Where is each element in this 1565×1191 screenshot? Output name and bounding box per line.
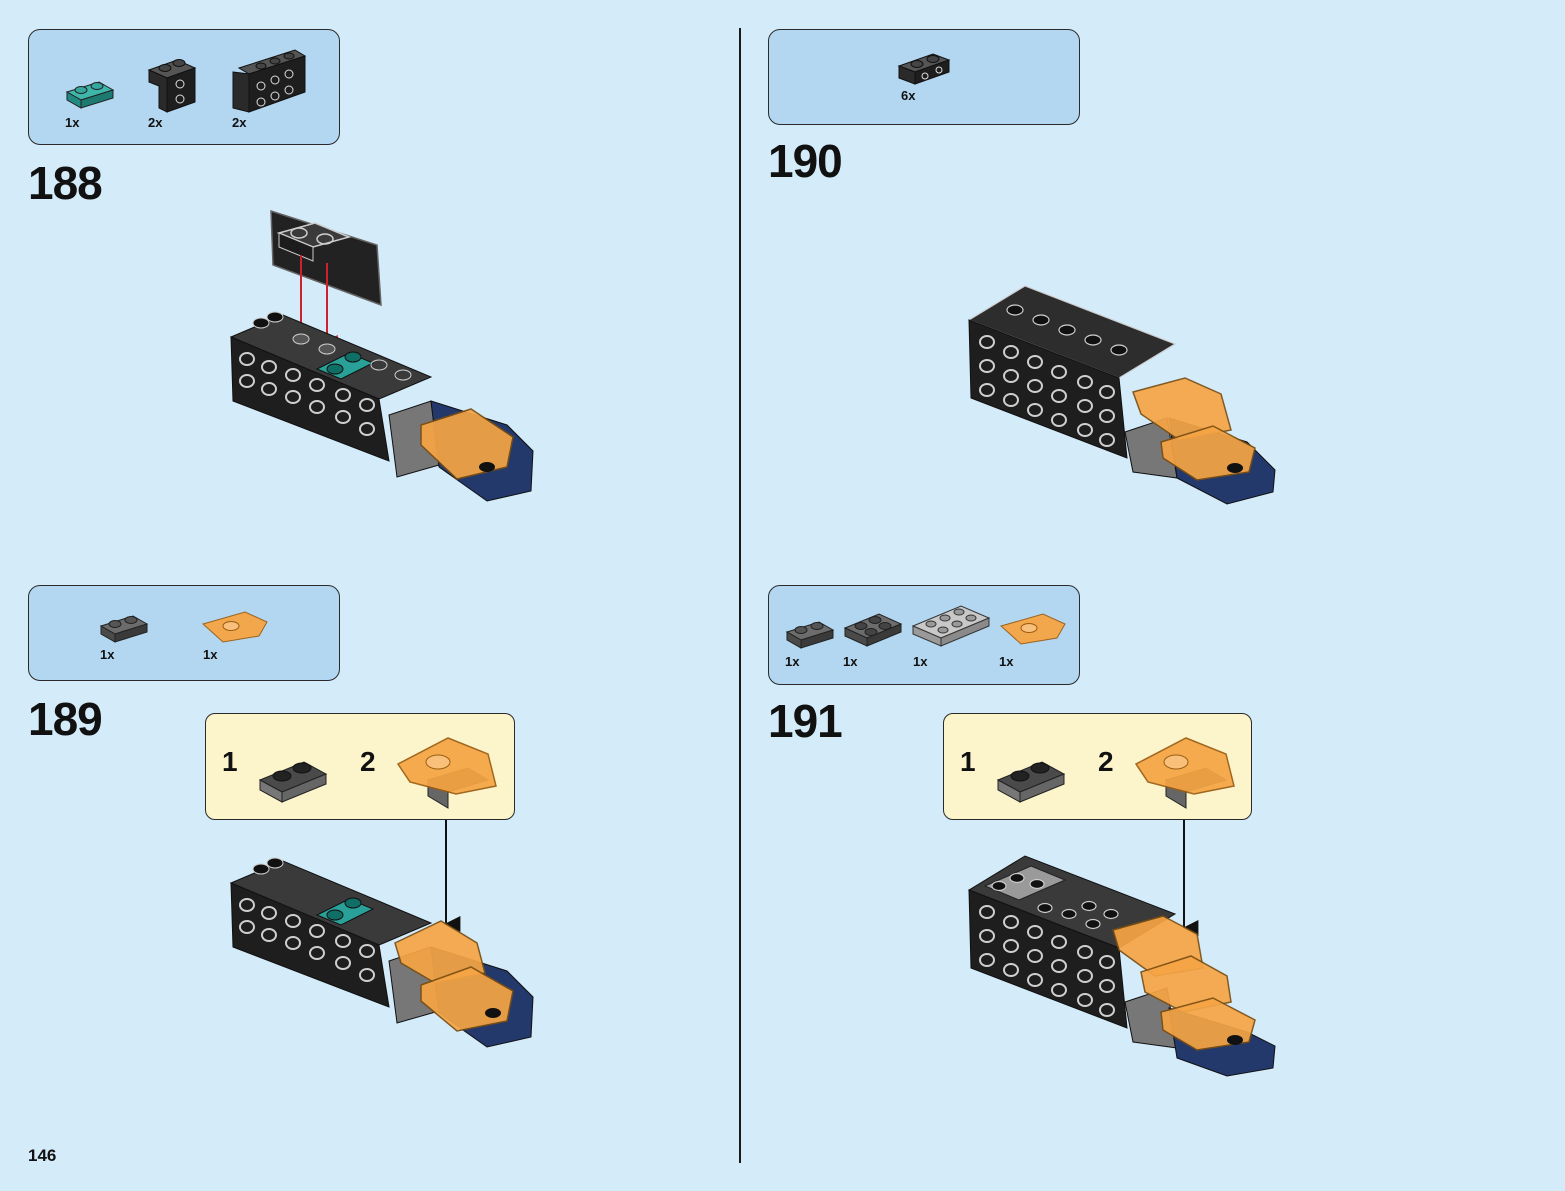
step-number: 191	[768, 694, 842, 748]
part-qty: 1x	[785, 654, 799, 669]
parts-list-189: 1x 1x	[28, 585, 340, 681]
parts-list-190: 6x	[768, 29, 1080, 125]
part-qty: 1x	[203, 647, 217, 662]
parts-list-191: 1x 1x 1x 1x	[768, 585, 1080, 685]
substep-callout-191: 1 2	[943, 713, 1252, 820]
step-188-assembly-illustration	[225, 205, 545, 505]
substep-number: 1	[960, 746, 976, 778]
trans-orange-wedge-icon	[201, 608, 271, 644]
substep-number: 2	[1098, 746, 1114, 778]
part-qty: 1x	[913, 654, 927, 669]
part-qty: 1x	[843, 654, 857, 669]
grey-plate-1x2-icon	[99, 612, 151, 644]
teal-plate-1x2-icon	[65, 78, 115, 112]
black-bracket-icon	[147, 54, 199, 114]
trans-orange-wedge-icon	[1134, 728, 1238, 806]
trans-orange-wedge-icon	[999, 610, 1069, 646]
step-number: 190	[768, 134, 842, 188]
page-divider	[739, 28, 741, 1163]
grey-plate-1x2-icon	[785, 618, 835, 650]
part-qty: 2x	[232, 115, 246, 130]
part-qty: 1x	[100, 647, 114, 662]
grey-plate-1x2-icon	[996, 756, 1068, 806]
black-bracket-2x4-icon	[231, 46, 307, 114]
substep-number: 2	[360, 746, 376, 778]
parts-list-188: 1x 2x 2x	[28, 29, 340, 145]
part-qty: 6x	[901, 88, 915, 103]
grey-plate-1x2-icon	[258, 756, 330, 806]
grey-plate-2x2-icon	[843, 610, 903, 650]
step-189-assembly-illustration	[225, 855, 545, 1055]
substep-number: 1	[222, 746, 238, 778]
black-bracket-small-icon	[897, 50, 953, 86]
step-number: 188	[28, 156, 102, 210]
step-number: 189	[28, 692, 102, 746]
part-qty: 1x	[65, 115, 79, 130]
step-191-assembly-illustration	[965, 852, 1285, 1077]
part-qty: 2x	[148, 115, 162, 130]
substep-callout-189: 1 2	[205, 713, 515, 820]
trans-orange-wedge-icon	[396, 728, 500, 806]
step-190-assembly-illustration	[965, 282, 1285, 507]
light-grey-plate-2x4-icon	[911, 602, 991, 650]
page-number: 146	[28, 1146, 56, 1166]
part-qty: 1x	[999, 654, 1013, 669]
